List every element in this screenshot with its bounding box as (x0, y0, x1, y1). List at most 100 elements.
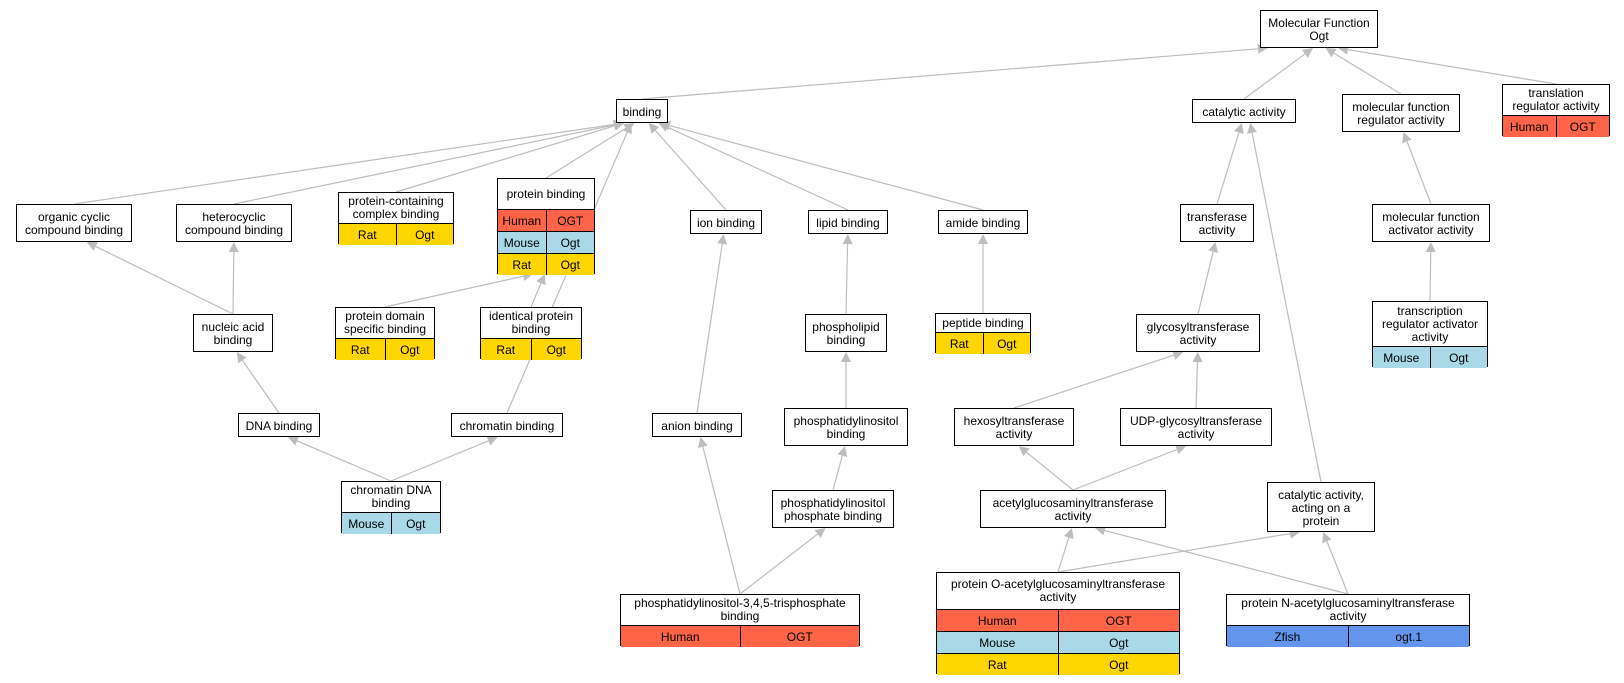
edge-line (667, 126, 849, 211)
node-title: hexosyltransferase activity (963, 414, 1065, 441)
edge-line (1406, 141, 1432, 205)
edge-arrowhead (841, 352, 851, 362)
edge-arrowhead (86, 241, 98, 251)
species-cell: Mouse (1383, 350, 1420, 365)
node-title: Molecular Function Ogt (1268, 16, 1370, 43)
edge-arrowhead (1192, 352, 1203, 363)
node-transferase: transferase activity (1180, 204, 1254, 242)
edge-arrowhead (717, 234, 728, 245)
node-title: protein O-acetylglucosaminyltransferase … (950, 577, 1166, 604)
species-cell: Mouse (979, 635, 1016, 650)
node-title: binding (622, 104, 662, 119)
node-transcription: transcription regulator activator activi… (1372, 301, 1488, 368)
node-title: phosphatidylinositol phosphate binding (780, 496, 886, 523)
edge-line (73, 123, 615, 205)
edge-line (1195, 361, 1199, 409)
edge-line (1347, 49, 1557, 85)
node-mfreg: molecular function regulator activity (1342, 94, 1460, 132)
gene-cell: ogt.1 (1347, 626, 1470, 647)
node-pip3: phosphatidylinositol-3,4,5-trisphosphate… (620, 594, 860, 647)
node-title: protein N-acetylglucosaminyltransferase … (1241, 596, 1455, 623)
edge-arrowhead (814, 528, 826, 539)
edge-arrowhead (1322, 532, 1332, 544)
node-hexosyl: hexosyltransferase activity (954, 408, 1074, 446)
edge-arrowhead (486, 436, 498, 446)
gene-cell: Ogt (1057, 654, 1180, 675)
species-cell: Human (977, 613, 1017, 628)
edge-arrowhead (1247, 123, 1258, 134)
gene-cell: OGT (739, 626, 860, 647)
edge-line (545, 127, 627, 179)
edge-line (395, 125, 615, 193)
gene-cell: Ogt (390, 513, 441, 534)
edge-arrowhead (837, 446, 848, 457)
node-title: ion binding (696, 215, 756, 230)
gene-cell: Ogt (1057, 632, 1180, 653)
edge-line (1216, 132, 1240, 205)
species-cell: Rat (512, 257, 532, 272)
node-lipid: lipid binding (808, 210, 888, 234)
edge-arrowhead (842, 234, 853, 245)
species-cell: Human (1509, 119, 1549, 134)
species-cell: Rat (350, 342, 370, 357)
node-title: UDP-glycosyltransferase activity (1129, 414, 1263, 441)
gene-cell: OGT (1555, 116, 1610, 137)
edge-line (95, 245, 234, 315)
species-cell: Rat (987, 657, 1007, 672)
edge-line (641, 48, 1259, 100)
annotation-row: Human OGT (937, 609, 1179, 631)
node-title: translation regulator activity (1512, 86, 1600, 113)
node-title: protein binding (506, 186, 586, 201)
species-cell: Mouse (348, 516, 385, 531)
edge-arrowhead (698, 437, 708, 448)
edge-line (1104, 529, 1349, 595)
edge-line (1057, 533, 1291, 573)
node-catprot: catalytic activity, acting on a protein (1267, 482, 1375, 532)
edge-line (1057, 537, 1070, 573)
node-chromatin: chromatin binding (451, 413, 563, 437)
edge-arrowhead (1425, 242, 1436, 253)
gene-cell: OGT (545, 210, 595, 231)
edge-line (1072, 449, 1178, 491)
species-cell: Rat (357, 227, 377, 242)
edge-arrowhead (287, 436, 300, 446)
node-title: transferase activity (1186, 210, 1248, 237)
node-acetyl: acetylglucosaminyltransferase activity (980, 490, 1166, 528)
node-pinositol: phosphatidylinositol binding (784, 408, 908, 446)
gene-cell: OGT (1057, 610, 1180, 631)
node-title: catalytic activity, acting on a protein (1278, 487, 1364, 528)
species-cell: Human (660, 629, 700, 644)
edge-line (1013, 354, 1174, 409)
node-ion: ion binding (690, 210, 762, 234)
node-amide: amide binding (938, 210, 1028, 234)
edge-line (1333, 52, 1402, 95)
edge-arrowhead (978, 234, 988, 244)
node-title: chromatin binding (459, 418, 555, 433)
species-cell: Rat (496, 342, 516, 357)
edge-arrowhead (1064, 528, 1074, 540)
node-catalytic: catalytic activity (1192, 99, 1296, 123)
species-cell: Mouse (503, 235, 540, 250)
edge-line (530, 282, 542, 308)
edge-line (845, 243, 849, 315)
annotation-row: Human OGT (1503, 115, 1609, 137)
node-title: acetylglucosaminyltransferase activity (992, 496, 1154, 523)
edge-arrowhead (1172, 350, 1184, 360)
node-phospholipid: phospholipid binding (805, 314, 887, 352)
edge-arrowhead (1301, 48, 1313, 58)
edge-line (233, 124, 615, 205)
gene-cell: Ogt (530, 339, 582, 360)
node-binding: binding (616, 99, 668, 123)
gene-cell: Ogt (545, 254, 595, 275)
gene-cell: Ogt (982, 333, 1031, 354)
annotation-row: Human OGT (621, 625, 859, 647)
node-title: molecular function activator activity (1382, 210, 1480, 237)
node-title: identical protein binding (488, 309, 574, 336)
